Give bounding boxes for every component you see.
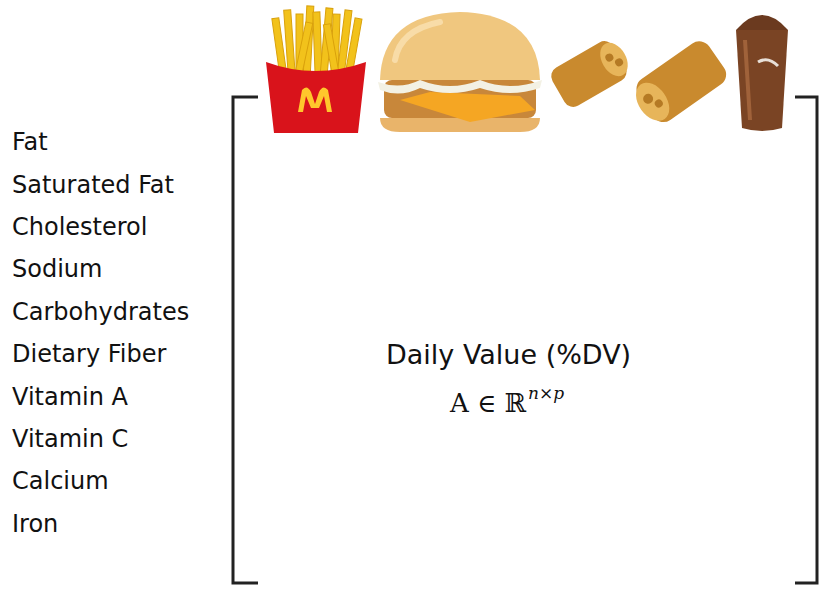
row-label: Iron xyxy=(12,511,58,539)
matrix-caption: Daily Value (%DV) xyxy=(386,339,631,370)
matrix-bracket xyxy=(233,97,817,583)
row-label: Vitamin C xyxy=(12,426,128,454)
row-label: Sodium xyxy=(12,256,102,284)
row-label: Carbohydrates xyxy=(12,299,189,327)
row-label: Saturated Fat xyxy=(12,172,174,200)
burger-icon xyxy=(378,12,542,132)
matrix-symbol: A ∈ ℝ xyxy=(450,389,526,419)
frozen-drink-icon xyxy=(736,15,788,131)
row-label: Dietary Fiber xyxy=(12,341,166,369)
pie-icon xyxy=(548,34,731,130)
fries-icon xyxy=(266,6,366,133)
matrix-dimension: n×p xyxy=(528,384,564,404)
row-label: Calcium xyxy=(12,468,109,496)
row-label: Fat xyxy=(12,129,48,157)
row-label: Cholesterol xyxy=(12,214,147,242)
row-label: Vitamin A xyxy=(12,384,128,412)
